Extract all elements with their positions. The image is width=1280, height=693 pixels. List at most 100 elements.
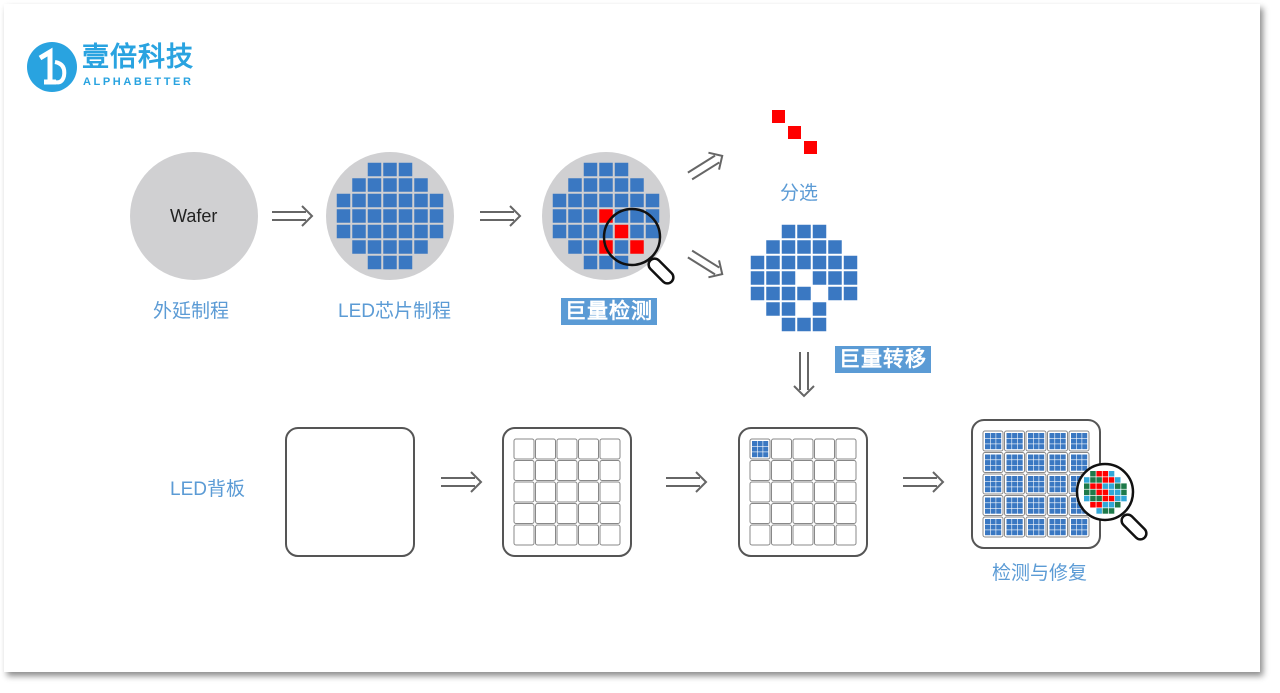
led-chip — [828, 271, 842, 285]
micro-led — [1055, 476, 1061, 481]
led-chip — [583, 193, 598, 208]
micro-led — [1082, 519, 1088, 524]
backplane-cell — [771, 481, 792, 503]
led-chip — [414, 224, 428, 239]
micro-led — [752, 452, 757, 458]
micro-led — [1033, 530, 1039, 536]
micro-led — [985, 487, 990, 493]
led-chip — [568, 209, 582, 223]
micro-led — [1049, 460, 1055, 466]
micro-led — [1028, 524, 1033, 530]
backplane-cell — [835, 524, 857, 546]
micro-led — [996, 476, 1002, 481]
backplane-cell — [792, 460, 814, 481]
led-chip — [367, 178, 382, 192]
led-chip — [766, 271, 780, 285]
led-chip — [414, 178, 428, 192]
led-chip — [568, 178, 582, 192]
micro-led — [1076, 465, 1082, 471]
micro-led — [996, 444, 1002, 450]
micro-led — [1012, 454, 1018, 460]
micro-led — [1017, 487, 1023, 493]
backplane-cell — [578, 460, 599, 481]
wafer-label: Wafer — [170, 206, 218, 226]
sorted-defect-chip — [804, 141, 817, 154]
sorted-defect-chip — [788, 126, 801, 139]
micro-led — [1049, 438, 1055, 444]
micro-led — [1028, 444, 1033, 450]
micro-led — [996, 433, 1002, 438]
led-chip — [367, 240, 382, 254]
micro-led — [1060, 444, 1066, 450]
led-chip — [583, 255, 598, 270]
rgb-pixel — [1102, 502, 1109, 508]
led-chip — [599, 162, 613, 177]
micro-led — [1049, 481, 1055, 487]
magnifier-color-icon — [1075, 462, 1148, 541]
rgb-pixel — [1090, 495, 1096, 502]
micro-led — [1017, 508, 1023, 514]
backplane-cell — [792, 438, 814, 460]
led-chip — [614, 162, 629, 177]
arrow-down-right-icon — [687, 249, 724, 279]
rgb-pixel — [1102, 489, 1109, 496]
micro-led — [1076, 438, 1082, 444]
micro-led — [1060, 524, 1066, 530]
led-chip — [383, 209, 397, 223]
led-chip — [367, 224, 382, 239]
led-chip — [630, 224, 644, 239]
led-chip — [383, 193, 397, 208]
micro-led — [996, 508, 1002, 514]
defect-chip — [630, 240, 644, 254]
micro-led — [1028, 476, 1033, 481]
led-chip — [843, 271, 858, 285]
backplane-cell — [814, 438, 835, 460]
led-chip — [843, 286, 858, 301]
micro-led — [985, 476, 990, 481]
micro-led — [1060, 481, 1066, 487]
backplane-cell — [814, 503, 835, 524]
micro-led — [757, 452, 763, 458]
micro-led — [1055, 519, 1061, 524]
micro-led — [1006, 524, 1012, 530]
led-chip — [766, 302, 780, 316]
micro-led — [1006, 460, 1012, 466]
led-chip — [583, 224, 598, 239]
led-chip — [645, 209, 660, 223]
micro-led — [1060, 519, 1066, 524]
micro-led — [1076, 433, 1082, 438]
micro-led — [1060, 487, 1066, 493]
micro-led — [1012, 503, 1018, 509]
micro-led — [1017, 444, 1023, 450]
micro-led — [985, 503, 990, 509]
arrow-down-icon — [793, 352, 815, 398]
micro-led — [1049, 497, 1055, 503]
micro-led — [1028, 497, 1033, 503]
micro-led — [990, 460, 996, 466]
micro-led — [763, 452, 769, 458]
micro-led — [1071, 508, 1076, 514]
micro-led — [1049, 524, 1055, 530]
micro-led — [1039, 487, 1045, 493]
micro-led — [990, 497, 996, 503]
rgb-pixel — [1096, 489, 1102, 496]
micro-led — [1071, 487, 1076, 493]
led-chip — [766, 255, 780, 270]
led-chip — [429, 224, 444, 239]
backplane-cell — [599, 524, 621, 546]
micro-led — [1039, 476, 1045, 481]
micro-led — [1012, 433, 1018, 438]
backplane-cell — [599, 438, 621, 460]
led-chip — [828, 240, 842, 254]
led-chip — [797, 240, 811, 254]
led-chip — [583, 240, 598, 254]
micro-led — [985, 460, 990, 466]
backplane-cell — [513, 524, 535, 546]
led-chip — [367, 209, 382, 223]
rgb-pixel — [1121, 489, 1127, 496]
rgb-pixel — [1108, 495, 1115, 502]
micro-led — [1049, 476, 1055, 481]
micro-led — [990, 454, 996, 460]
micro-led — [1060, 508, 1066, 514]
logo-name-cn: 壹倍科技 — [82, 42, 194, 72]
